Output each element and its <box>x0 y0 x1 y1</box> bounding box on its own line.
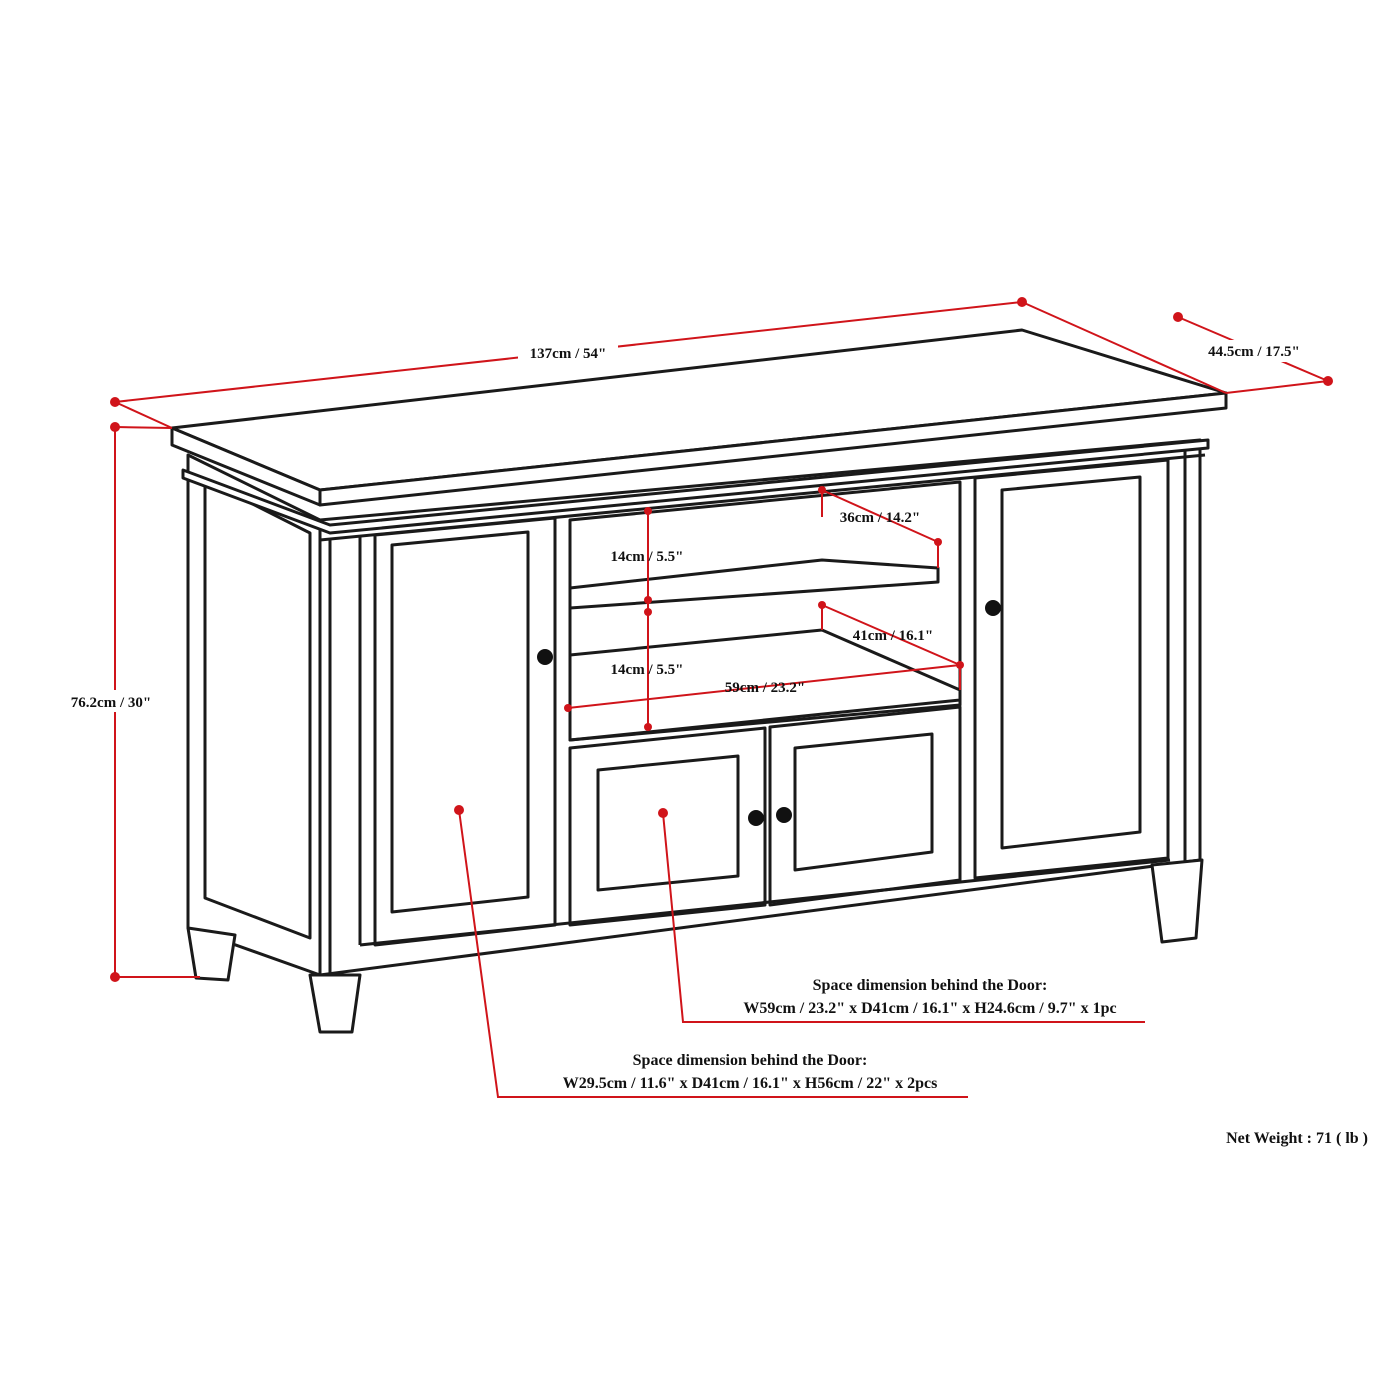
right-door <box>973 458 1170 880</box>
center-left-door <box>568 726 767 927</box>
right-door-knob <box>985 600 1001 616</box>
tv-stand-drawing <box>170 328 1228 1034</box>
center-right-door <box>768 705 962 907</box>
lower-shelf <box>568 628 962 742</box>
leg-front-left <box>308 973 362 1034</box>
left-door-knob <box>537 649 553 665</box>
left-door <box>373 516 557 947</box>
upper-shelf <box>568 558 940 610</box>
side-cabinet-callout-title: Space dimension behind the Door: <box>633 1052 868 1069</box>
height-label: 76.2cm / 30" <box>71 695 151 711</box>
left-side-panel <box>186 453 322 977</box>
top-side-edge <box>170 426 322 507</box>
lower-shelf-depth-label: 41cm / 16.1" <box>853 628 933 644</box>
apron-molding <box>181 438 1210 535</box>
center-right-door-panel <box>793 732 934 872</box>
depth-label: 44.5cm / 17.5" <box>1208 344 1300 360</box>
center-cabinet-callout-title: Space dimension behind the Door: <box>813 977 1048 994</box>
net-weight-label: Net Weight : 71 ( lb ) <box>1226 1130 1368 1147</box>
side-cabinet-callout-detail: W29.5cm / 11.6" x D41cm / 16.1" x H56cm … <box>563 1075 938 1092</box>
right-door-panel <box>1000 475 1142 850</box>
leg-back-left <box>186 926 237 982</box>
upper-opening-height-label: 14cm / 5.5" <box>611 549 684 565</box>
left-door-panel <box>390 530 530 914</box>
shelf-width-label: 59cm / 23.2" <box>725 680 805 696</box>
upper-shelf-depth-label: 36cm / 14.2" <box>840 510 920 526</box>
leg-front-right <box>1150 858 1204 944</box>
lower-opening-height-label: 14cm / 5.5" <box>611 662 684 678</box>
center-cabinet-callout-detail: W59cm / 23.2" x D41cm / 16.1" x H24.6cm … <box>743 1000 1116 1017</box>
center-left-knob <box>748 810 764 826</box>
left-side-inset <box>203 478 312 940</box>
width-label: 137cm / 54" <box>530 346 607 362</box>
center-left-door-panel <box>596 754 740 892</box>
center-right-knob <box>776 807 792 823</box>
